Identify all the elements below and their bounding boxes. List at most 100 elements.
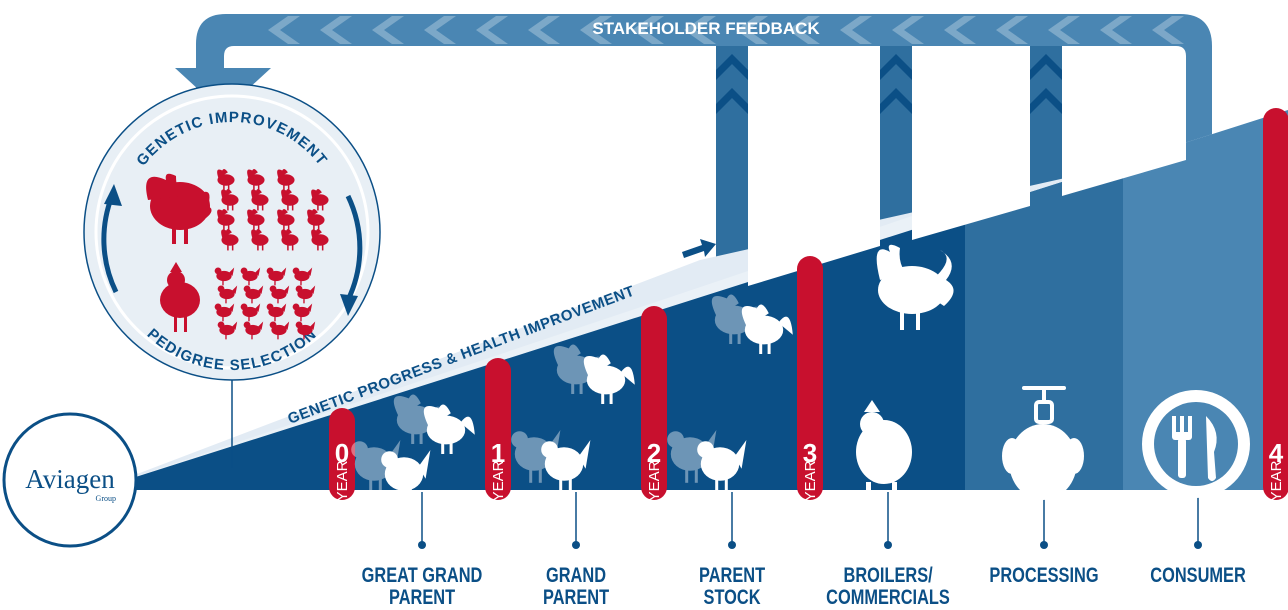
- left-chevron-icon: [320, 16, 352, 44]
- turkey-icon: [281, 188, 299, 211]
- hen-icon: [541, 440, 591, 493]
- stage-label-line2: COMMERCIALS: [826, 585, 950, 608]
- turkey-icon: [251, 228, 269, 251]
- turkey-icon: [583, 354, 635, 404]
- stage-label-line1: PARENT: [699, 563, 766, 586]
- turkey-icon: [251, 188, 269, 211]
- hen-icon: [243, 285, 264, 304]
- up-chevron-icon-group: [716, 54, 1062, 114]
- hen-icon: [292, 267, 313, 286]
- chicken-icon: [160, 262, 200, 332]
- stage-item: CONSUMER: [1150, 492, 1246, 586]
- left-chevron-icon: [736, 16, 768, 44]
- fork-knife-plate-icon: [1142, 390, 1250, 498]
- left-chevron-icon: [580, 16, 612, 44]
- left-chevron-icon: [372, 16, 404, 44]
- cycle-arrow-icon: [104, 184, 122, 206]
- hen-icon: [240, 267, 261, 286]
- hen-icon: [269, 321, 290, 340]
- stage-icons: [856, 244, 1250, 504]
- year-word: YEAR: [646, 460, 663, 501]
- logo-name: Aviagen: [25, 464, 115, 494]
- flock-icons: [351, 294, 793, 503]
- hen-icon: [295, 285, 316, 304]
- turkey-icon: [146, 173, 212, 244]
- feedback-loop: STAKEHOLDER FEEDBACK: [175, 14, 1212, 286]
- left-chevron-icon: [840, 16, 872, 44]
- aviagen-logo: Aviagen Group: [2, 412, 138, 548]
- hen-icon: [292, 303, 313, 322]
- turkey-icon: [311, 188, 329, 211]
- hen-icon: [295, 321, 316, 340]
- feedback-feeder-2: [880, 46, 912, 246]
- left-chevron-icon: [892, 16, 924, 44]
- left-chevron-icon: [476, 16, 508, 44]
- cycle-arrow-icon: [340, 294, 358, 316]
- stage-label-line2: STOCK: [704, 585, 761, 608]
- year-number: 4: [1269, 438, 1284, 468]
- genetic-circle: GENETIC IMPROVEMENT PEDIGREE SELECTION: [83, 83, 381, 468]
- hen-icon: [266, 303, 287, 322]
- hen-icon: [240, 303, 261, 322]
- hen-icon: [217, 321, 238, 340]
- year-word: YEAR: [490, 460, 507, 501]
- left-chevron-icon: [684, 16, 716, 44]
- left-chevron-icon: [528, 16, 560, 44]
- left-chevron-icon: [1100, 16, 1132, 44]
- turkey-icon: [307, 208, 325, 231]
- stage-label-line1: BROILERS/: [844, 563, 934, 586]
- logo-sub: Group: [96, 494, 116, 503]
- stage-label-line1: PROCESSING: [989, 563, 1098, 586]
- chicken-icon: [856, 400, 912, 504]
- year-word: YEAR: [334, 460, 351, 501]
- stage-item: PROCESSING: [989, 492, 1099, 586]
- turkey-icon: [277, 168, 295, 191]
- hen-icon: [269, 285, 290, 304]
- hen-icon: [266, 267, 287, 286]
- turkey-icon: [876, 244, 954, 330]
- turkey-icon: [281, 228, 299, 251]
- year-number: 2: [647, 438, 661, 468]
- year-word: YEAR: [1268, 460, 1285, 501]
- stage-label-line1: CONSUMER: [1150, 563, 1246, 586]
- stage-label-line1: GRAND: [546, 563, 606, 586]
- stage-label-line1: GREAT GRAND: [362, 563, 483, 586]
- turkey-icon: [741, 304, 793, 354]
- stage-item: BROILERS/COMMERCIALS: [826, 492, 950, 608]
- hen-icon: [381, 450, 431, 503]
- left-chevron-icon: [424, 16, 456, 44]
- left-chevron-icon: [944, 16, 976, 44]
- stage-labels: GREAT GRANDPARENTGRANDPARENTPARENTSTOCKB…: [362, 492, 1246, 608]
- left-chevron-icon: [788, 16, 820, 44]
- turkey-icon: [217, 208, 235, 231]
- turkey-icon: [221, 228, 239, 251]
- left-chevron-icon-group: [268, 16, 1184, 44]
- hen-icon: [697, 440, 747, 493]
- processed-bird-icon: [1002, 386, 1084, 500]
- year-number: 1: [491, 438, 505, 468]
- stage-label-line2: PARENT: [543, 585, 610, 608]
- turkey-icon: [247, 168, 265, 191]
- year-word: YEAR: [802, 460, 819, 501]
- feedback-label: STAKEHOLDER FEEDBACK: [592, 19, 820, 38]
- turkey-icon: [247, 208, 265, 231]
- year-number: 0: [335, 438, 349, 468]
- year-number: 3: [803, 438, 817, 468]
- turkey-icon: [217, 168, 235, 191]
- turkey-icon: [277, 208, 295, 231]
- turkey-icon: [221, 188, 239, 211]
- left-chevron-icon: [996, 16, 1028, 44]
- turkey-icon: [311, 228, 329, 251]
- feedback-feeder-1: [716, 46, 748, 286]
